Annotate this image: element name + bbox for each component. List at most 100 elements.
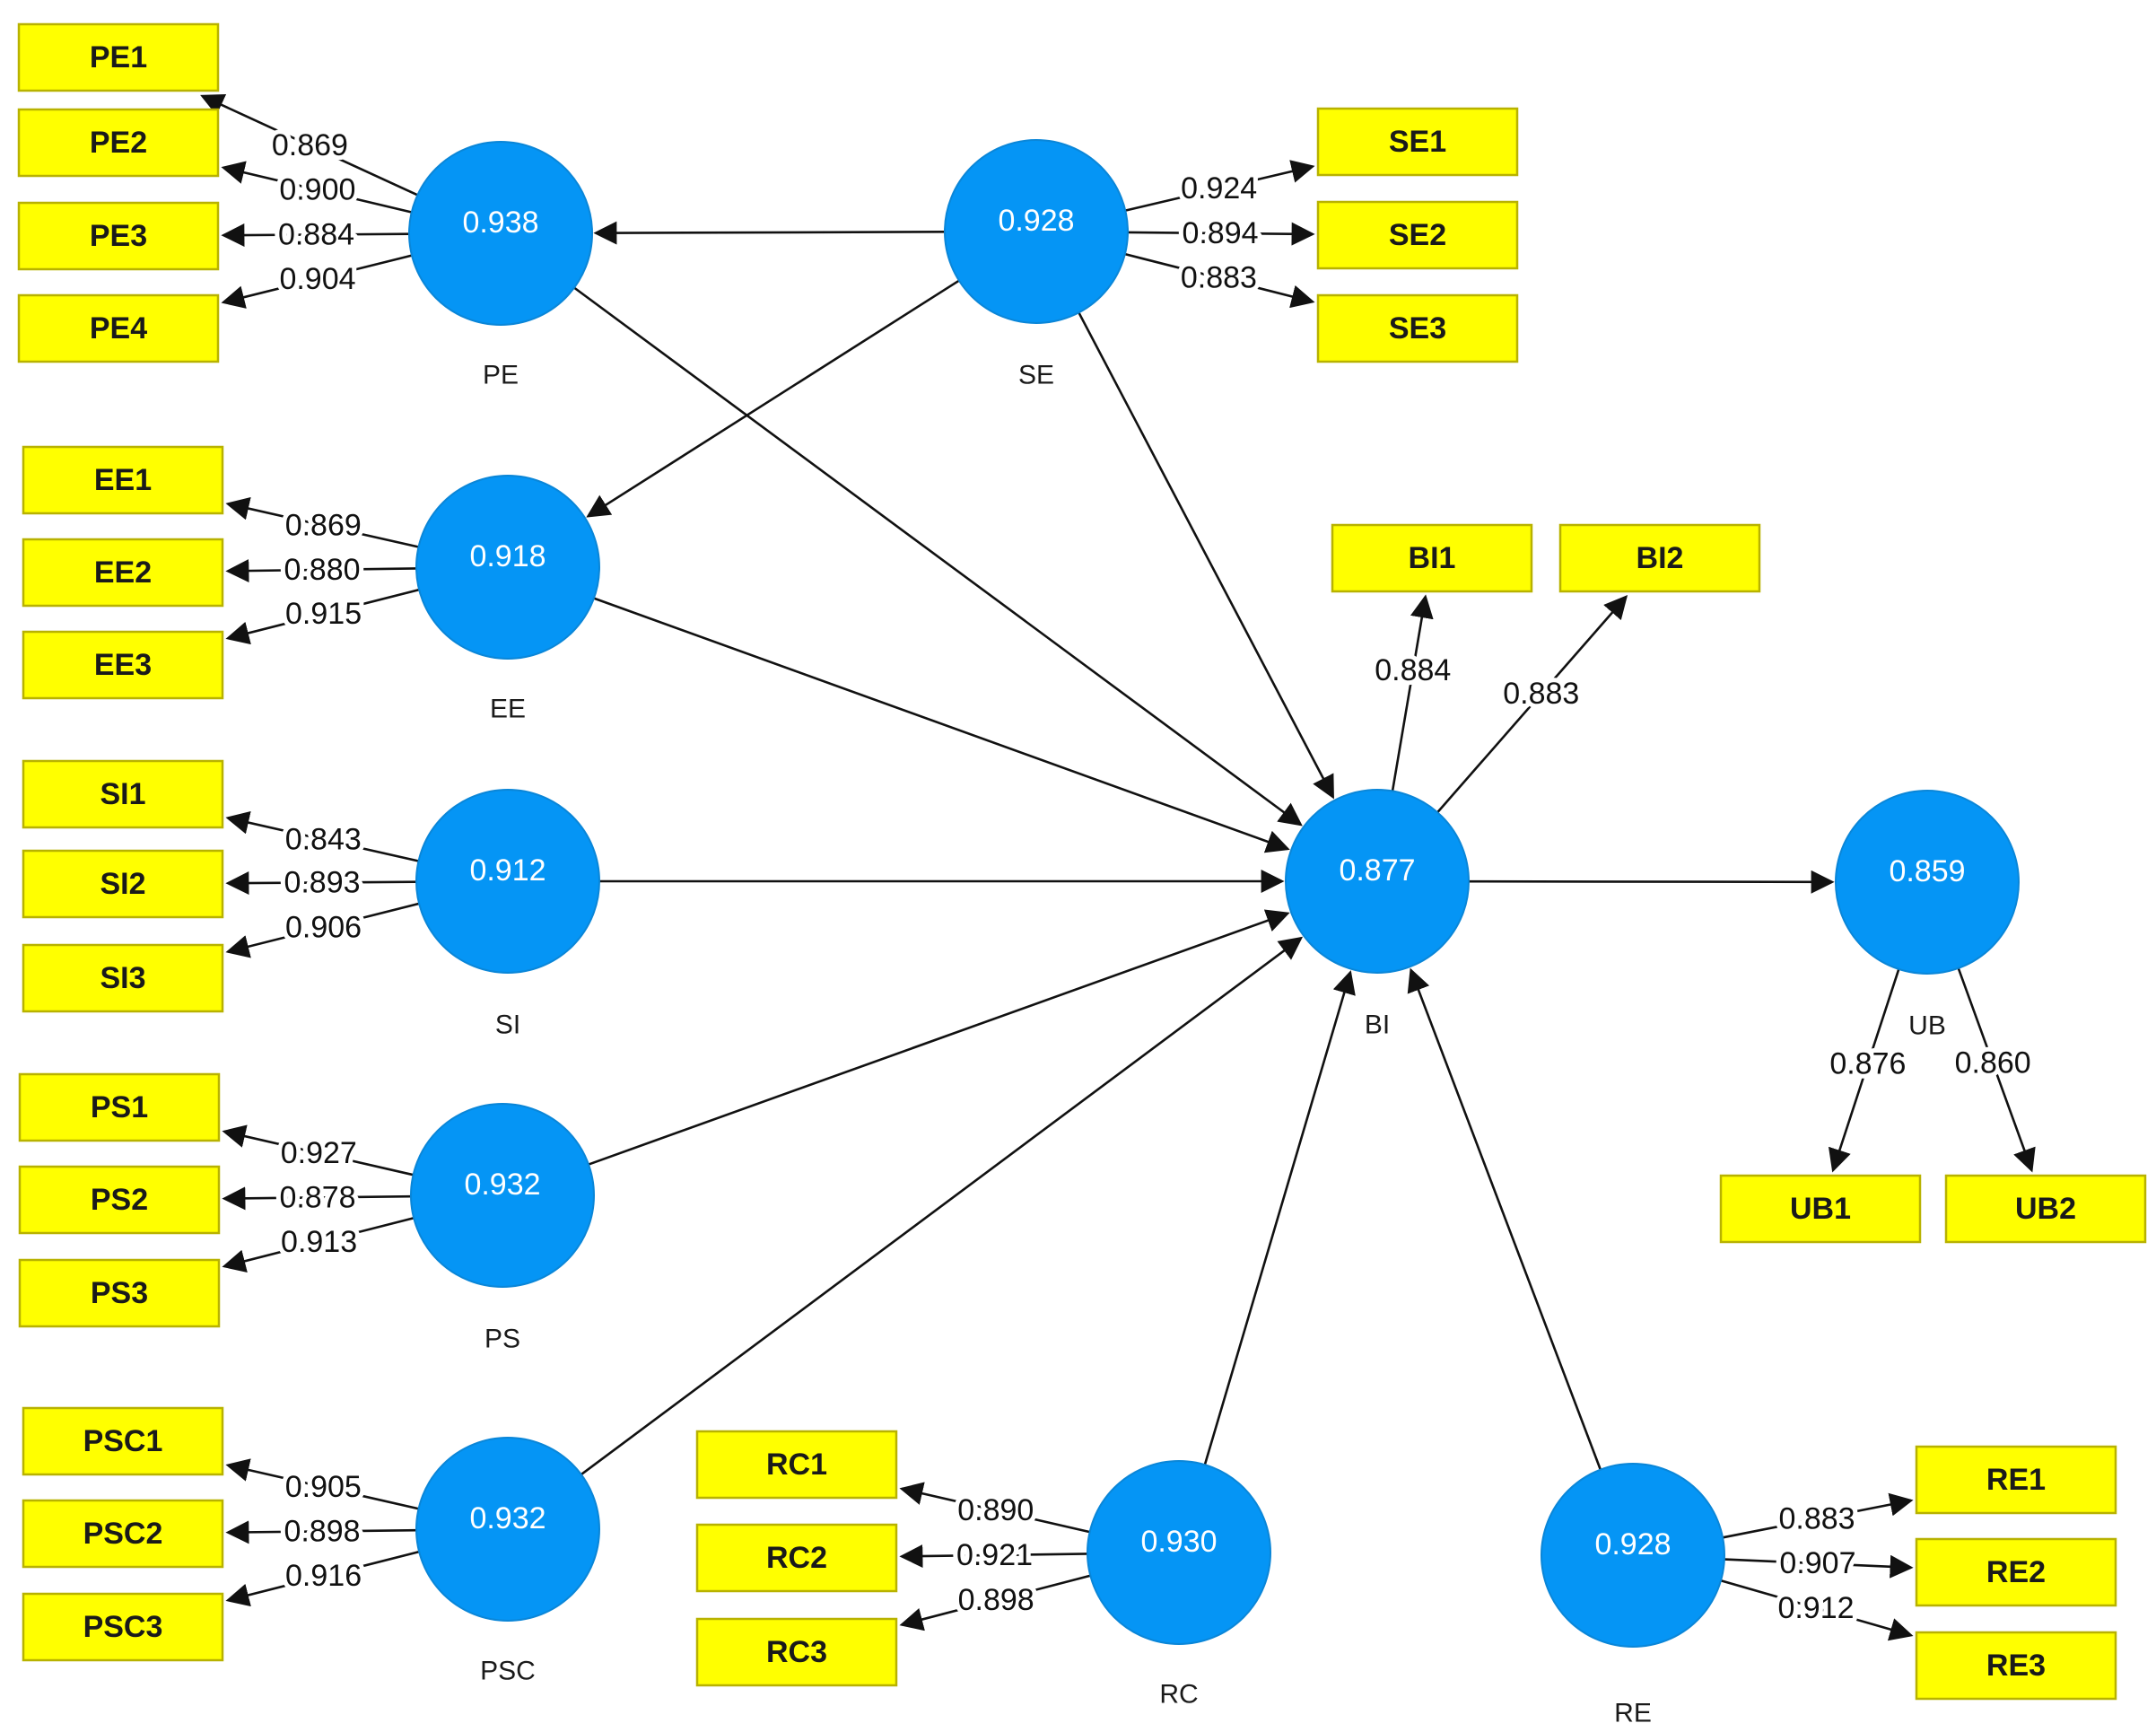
indicator-label: BI2 [1637, 541, 1684, 575]
indicator-ub1: UB1 [1719, 1174, 1922, 1244]
indicator-ee2: EE2 [22, 538, 224, 608]
loading-value-se3: 0.883 [1181, 261, 1257, 295]
indicator-box [17, 22, 220, 92]
indicator-label: PE1 [90, 40, 147, 74]
path-se-to-bi [1078, 311, 1334, 800]
indicator-label: BI1 [1409, 541, 1456, 575]
loading-line-ee3 [225, 588, 420, 645]
indicator-ps3: PS3 [18, 1258, 221, 1328]
latent-value: 0.932 [469, 1501, 546, 1535]
loading-value-si3: 0.906 [285, 911, 362, 945]
loading-value-se2: 0.894 [1182, 216, 1258, 250]
latent-name: PE [483, 361, 519, 390]
indicator-box [22, 630, 224, 700]
latent-circle [410, 1103, 595, 1288]
loading-line-re3 [1720, 1579, 1914, 1641]
latent-circle [1087, 1460, 1271, 1645]
loading-value-ps1: 0.927 [281, 1136, 357, 1170]
loading-line-psc1 [225, 1458, 419, 1510]
latent-name: UB [1908, 1011, 1946, 1041]
loading-line-ps2 [222, 1186, 412, 1211]
loading-line-ps1 [222, 1124, 414, 1177]
path-rc-to-bi [1203, 970, 1356, 1465]
indicator-box [18, 1072, 221, 1142]
indicator-box [1915, 1537, 2117, 1607]
loading-line-si3 [225, 902, 420, 958]
latent-name: PS [484, 1325, 520, 1354]
indicator-label: RE2 [1986, 1555, 2046, 1589]
indicator-label: RC2 [766, 1541, 827, 1575]
loading-line-pe3 [221, 223, 410, 248]
loading-value-ub1: 0.876 [1829, 1046, 1906, 1080]
loading-line-ub2 [1957, 967, 2036, 1173]
indicator-box [695, 1523, 898, 1593]
loading-value-pe4: 0.904 [279, 262, 355, 296]
indicator-box [1316, 293, 1519, 363]
indicator-box [695, 1617, 898, 1687]
indicator-bi2: BI2 [1558, 523, 1761, 593]
indicator-box [22, 1406, 224, 1476]
indicator-label: EE1 [94, 463, 152, 497]
loading-value-rc3: 0.898 [958, 1583, 1034, 1617]
latent-value: 0.912 [469, 853, 546, 888]
latent-value: 0.859 [1889, 854, 1965, 888]
loading-value-ee3: 0.915 [285, 597, 362, 631]
loading-line-bi1 [1391, 594, 1434, 792]
indicator-psc1: PSC1 [22, 1406, 224, 1476]
indicator-box [1915, 1631, 2117, 1701]
path-se-to-ee [586, 279, 960, 518]
indicator-label: PSC3 [83, 1610, 163, 1644]
indicator-label: SI1 [100, 777, 145, 811]
loading-value-rc1: 0.890 [957, 1493, 1034, 1527]
path-ee-to-bi [593, 597, 1290, 853]
indicator-box [17, 201, 220, 271]
path-bi-to-ub [1468, 870, 1835, 894]
latent-name: PSC [480, 1657, 536, 1686]
loading-value-ee2: 0.880 [284, 553, 360, 587]
indicator-box [1331, 523, 1533, 593]
loading-value-rc2: 0.921 [956, 1538, 1033, 1572]
loading-line-psc2 [225, 1520, 417, 1544]
latent-name: SI [495, 1010, 520, 1040]
indicator-box [18, 1258, 221, 1328]
loading-line-ee1 [225, 496, 419, 548]
indicator-pe2: PE2 [17, 108, 220, 178]
indicator-rc2: RC2 [695, 1523, 898, 1593]
loading-value-psc2: 0.898 [284, 1514, 360, 1548]
indicator-label: PE3 [90, 219, 147, 253]
latent-value: 0.877 [1339, 853, 1415, 888]
indicator-re3: RE3 [1915, 1631, 2117, 1701]
latent-circle [1285, 789, 1470, 974]
latent-circle [1835, 790, 2020, 975]
indicator-box [17, 108, 220, 178]
loading-line-se1 [1124, 160, 1315, 212]
loading-value-ps2: 0.878 [279, 1180, 355, 1214]
nodes-layer: PE1PE2PE3PE4SE1SE2SE3EE1EE2EE3SI1SI2SI3P… [17, 22, 2147, 1728]
indicator-label: UB1 [1790, 1192, 1851, 1226]
loading-line-ps3 [222, 1216, 415, 1273]
indicator-si2: SI2 [22, 849, 224, 919]
loading-value-si2: 0.893 [284, 865, 360, 899]
indicator-pe3: PE3 [17, 201, 220, 271]
indicator-label: RC3 [766, 1635, 827, 1669]
labels-layer: 0.8690.9000.8840.9040.9240.8940.8830.869… [267, 124, 2036, 1630]
indicator-label: SI2 [100, 867, 145, 901]
latent-name: BI [1365, 1010, 1390, 1040]
loading-line-ee2 [225, 559, 417, 583]
indicator-box [22, 1592, 224, 1662]
loading-value-re1: 0.883 [1778, 1502, 1855, 1536]
latent-name: SE [1018, 361, 1054, 390]
indicator-pe1: PE1 [17, 22, 220, 92]
path-psc-to-bi [580, 936, 1304, 1476]
loading-value-ee1: 0.869 [285, 508, 362, 542]
loading-value-re2: 0.907 [1779, 1546, 1855, 1580]
latent-value: 0.938 [462, 206, 538, 240]
indicator-ps1: PS1 [18, 1072, 221, 1142]
latent-value: 0.928 [998, 204, 1074, 238]
indicator-bi1: BI1 [1331, 523, 1533, 593]
latent-circle [408, 141, 593, 326]
loading-value-pe2: 0.900 [279, 173, 355, 207]
